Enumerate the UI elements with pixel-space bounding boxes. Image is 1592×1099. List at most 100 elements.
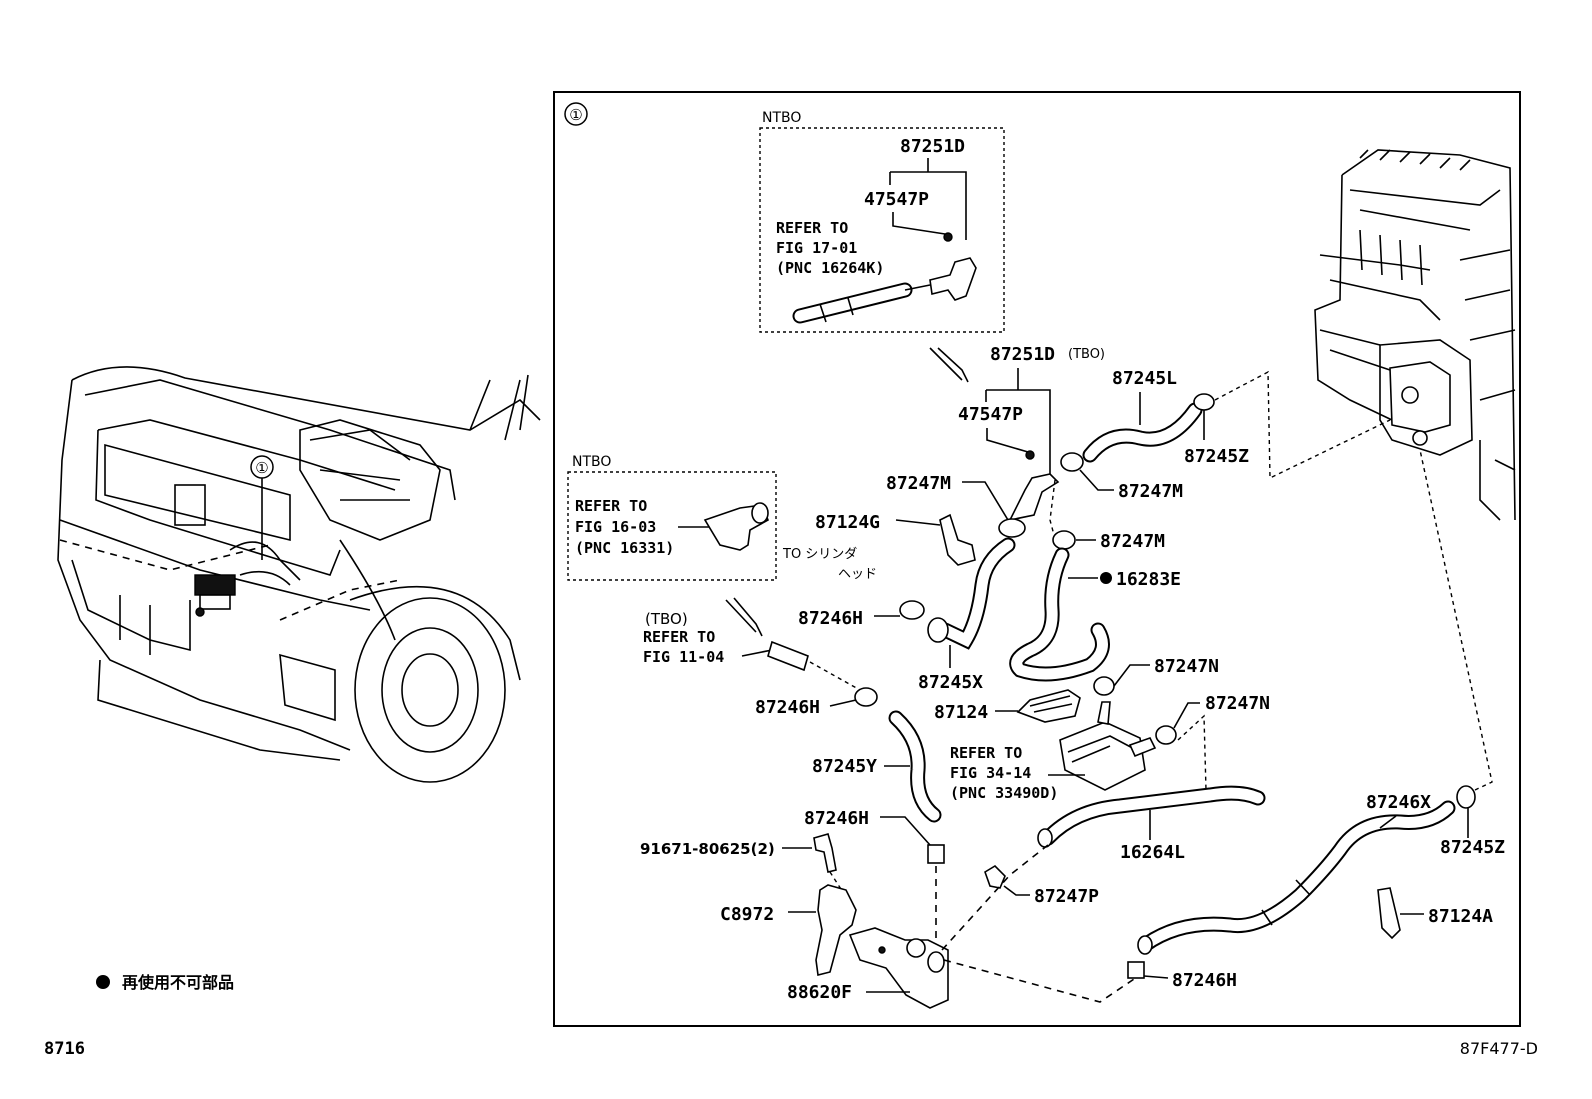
label-87247m-b: 87247M (886, 473, 951, 494)
clamp-87124a (1377, 887, 1401, 940)
joint-pipe-87251d (1008, 473, 1060, 522)
ntbo-inset-1-refer-3: (PNC 16264K) (776, 259, 884, 277)
to-cylinder-label-1: TO シリンダ (782, 547, 857, 562)
vehicle-front-view: ① (57, 366, 541, 783)
non-reusable-marker-icon (96, 975, 110, 989)
ntbo-inset-2-refer-1: REFER TO (575, 497, 647, 515)
refer-tbo-line-2: REFER TO (643, 628, 715, 646)
ntbo-inset-1-frame (759, 127, 1005, 333)
clamp-87247m-b (998, 518, 1026, 538)
leader-87246x (1379, 815, 1397, 829)
leader-87124g (895, 519, 941, 526)
label-87247p: 87247P (1034, 886, 1099, 907)
refer-3414-line-1: REFER TO (950, 744, 1022, 762)
dash-link-joint (1049, 479, 1056, 536)
bracket-87124g (939, 513, 976, 566)
clamp-87247m-c (1052, 530, 1076, 550)
label-87246x: 87246X (1366, 792, 1431, 813)
clamp-87246h-b (854, 687, 878, 707)
clamp-87246h-c (927, 844, 945, 864)
label-47547p: 47547P (958, 404, 1023, 425)
refer-3414-line-3: (PNC 33490D) (950, 784, 1058, 802)
vehicle-callout-circle (250, 455, 274, 479)
dash-link-upper (1214, 370, 1391, 480)
clamp-87245z-top (1193, 393, 1215, 411)
refer-tbo-line-1: (TBO) (645, 610, 688, 628)
bracket-87124 (1016, 689, 1081, 723)
label-87246h-b: 87246H (755, 697, 820, 718)
refer-3414-line-2: FIG 34-14 (950, 764, 1031, 782)
leader-87247n-a (1113, 664, 1150, 687)
label-87245z-bottom: 87245Z (1440, 837, 1505, 858)
ntbo-inset-2: NTBO REFER TO FIG 16-03 (PNC 16331) (567, 454, 777, 581)
label-87245l: 87245L (1112, 368, 1177, 389)
dash-link-valve-87246x (943, 959, 1141, 1003)
leader-87246h-c (880, 816, 931, 846)
leader-87247p (1003, 885, 1030, 896)
water-valve-port-2 (927, 951, 945, 973)
hose-end-87245x (927, 617, 949, 643)
ntbo-inset-1-part-87251d: 87251D (900, 136, 965, 157)
clamp-87247n-b (1155, 725, 1177, 745)
to-cylinder-label-2: ヘッド (838, 567, 877, 582)
clamp-87245z-bottom (1456, 785, 1476, 809)
label-16264l: 16264L (1120, 842, 1185, 863)
ntbo-inset-1: NTBO 87251D 47547P REFER TO FIG 17-01 (P… (759, 110, 1005, 333)
ntbo-inset-1-refer-1: REFER TO (776, 219, 848, 237)
frame-callout-label: ① (569, 106, 582, 124)
clamp-87247n-a (1093, 676, 1115, 696)
main-frame (553, 91, 1521, 1027)
water-valve-screw (878, 946, 886, 954)
label-87247n-a: 87247N (1154, 656, 1219, 677)
label-87247m-c: 87247M (1100, 531, 1165, 552)
bracket-87124-detail (1029, 695, 1073, 713)
clamp-87246h-a (899, 600, 925, 620)
label-87124: 87124 (934, 702, 988, 723)
leader-47547p (986, 428, 1029, 453)
label-c8972: C8972 (720, 904, 774, 925)
label-87247n-b: 87247N (1205, 693, 1270, 714)
pipe-1104 (767, 640, 809, 672)
water-valve-port-1 (906, 938, 926, 958)
dash-link-87247n (1177, 714, 1207, 791)
hose-87246x-detail (1261, 879, 1311, 926)
label-87246h-d: 87246H (1172, 970, 1237, 991)
clamp-87247p (984, 864, 1006, 889)
refer-tbo-line-3: FIG 11-04 (643, 648, 724, 666)
label-87247m-a: 87247M (1118, 481, 1183, 502)
ntbo-inset-2-refer-2: FIG 16-03 (575, 518, 656, 536)
ntbo-inset-1-refer-2: FIG 17-01 (776, 239, 857, 257)
bolt-91671 (813, 833, 837, 873)
label-91671: 91671-80625(2) (640, 840, 775, 858)
vehicle-callout-label: ① (255, 459, 268, 477)
label-tbo-suffix: (TBO) (1068, 347, 1105, 362)
label-87124g: 87124G (815, 512, 880, 533)
arrow-icon (929, 347, 969, 383)
hose-end-16264l (1037, 828, 1053, 848)
bleeder-plug-part (1025, 450, 1035, 460)
leader-87251d (985, 368, 1051, 480)
label-87245x: 87245X (918, 672, 983, 693)
leader-refer-1104 (741, 649, 773, 657)
leader-87247m-a (1079, 469, 1114, 491)
bracket-c8972 (815, 884, 857, 976)
hose-end-87246x (1137, 935, 1153, 955)
ntbo-inset-2-frame (567, 471, 777, 581)
ntbo-inset-2-tag: NTBO (572, 454, 611, 470)
leader-87246h-d (1143, 975, 1169, 979)
oil-cooler-pipe-side (1128, 737, 1157, 758)
label-87245z-top: 87245Z (1184, 446, 1249, 467)
label-87246h-a: 87246H (798, 608, 863, 629)
clamp-87246h-d (1127, 961, 1145, 979)
dash-link-1104 (809, 661, 861, 691)
label-87246h-c: 87246H (804, 808, 869, 829)
oil-cooler-part (1059, 721, 1146, 791)
clamp-87247m-a (1060, 452, 1084, 472)
leader-87247m-b (962, 481, 1009, 521)
legend-text: 再使用不可部品 (122, 973, 234, 992)
label-16283e: 16283E (1116, 569, 1181, 590)
label-87124a: 87124A (1428, 906, 1493, 927)
footer-right-code: 87F477-D (1460, 1039, 1538, 1058)
ntbo-inset-2-refer-3: (PNC 16331) (575, 539, 674, 557)
